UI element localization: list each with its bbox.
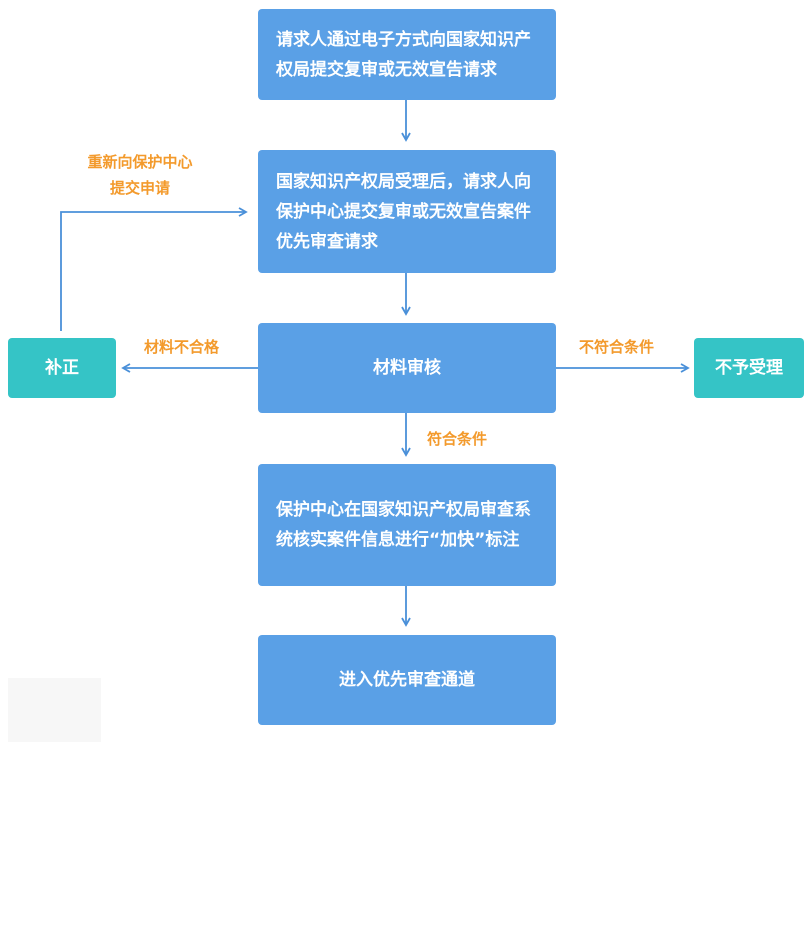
label-resubmit: 重新向保护中心 提交申请: [72, 149, 208, 201]
node-mark-expedite-text: 保护中心在国家知识产权局审查系统核实案件信息进行“加快”标注: [276, 500, 531, 550]
label-meet: 符合条件: [427, 430, 488, 448]
node-reject: 不予受理: [694, 338, 804, 398]
node-submit-request: 请求人通过电子方式向国家知识产权局提交复审或无效宣告请求: [258, 9, 556, 100]
node-accept-and-apply: 国家知识产权局受理后，请求人向保护中心提交复审或无效宣告案件优先审查请求: [258, 150, 556, 273]
node-material-review: 材料审核: [258, 323, 556, 413]
node-reject-text: 不予受理: [715, 358, 783, 378]
node-material-review-text: 材料审核: [373, 358, 441, 378]
node-supplement: 补正: [8, 338, 116, 398]
node-submit-request-text: 请求人通过电子方式向国家知识产权局提交复审或无效宣告请求: [276, 29, 531, 80]
node-mark-expedite: 保护中心在国家知识产权局审查系统核实案件信息进行“加快”标注: [258, 464, 556, 586]
node-accept-and-apply-text: 国家知识产权局受理后，请求人向保护中心提交复审或无效宣告案件优先审查请求: [276, 171, 531, 252]
label-unqualified: 材料不合格: [144, 338, 220, 356]
background-shade: [8, 678, 101, 742]
node-enter-priority: 进入优先审查通道: [258, 635, 556, 725]
node-enter-priority-text: 进入优先审查通道: [339, 670, 475, 690]
arrow-supplement-to-accept: [60, 207, 248, 331]
label-resubmit-line1: 重新向保护中心: [87, 153, 193, 171]
label-resubmit-line2: 提交申请: [109, 179, 170, 197]
label-not-meet: 不符合条件: [579, 338, 655, 356]
node-supplement-text: 补正: [45, 358, 79, 378]
